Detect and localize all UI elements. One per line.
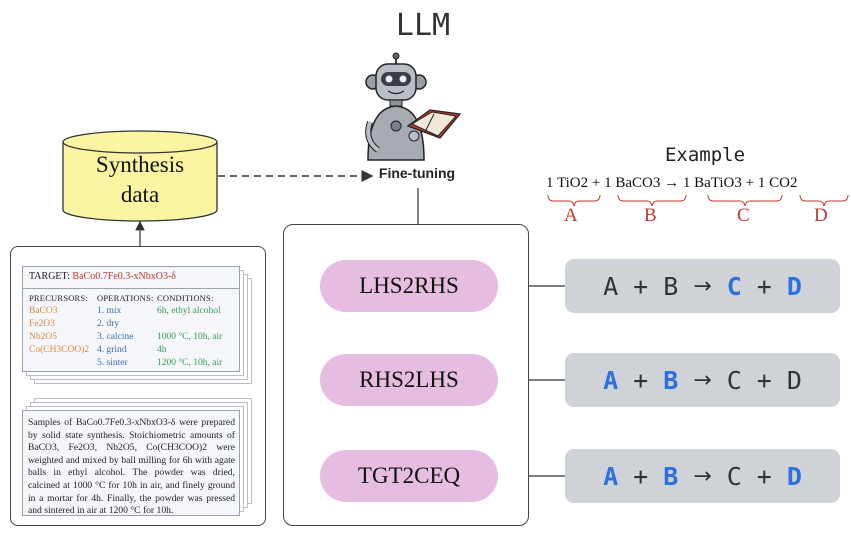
eq-arrow: → (693, 463, 712, 489)
operation-item: 4. grind (97, 345, 127, 355)
robot-reading-book-icon (365, 52, 462, 161)
conditions-header: CONDITIONS: (157, 293, 214, 303)
operation-item: 3. calcine (97, 332, 134, 342)
eq-plus: + (633, 271, 649, 301)
example-title: Example (664, 144, 746, 166)
eq-term-b-highlight: B (663, 365, 679, 395)
operation-item: 5. sinter (97, 358, 128, 368)
conditions-column: CONDITIONS: 6h, ethyl alcohol 1000 °C, 1… (157, 292, 222, 370)
precursor-item: Nb2O5 (29, 332, 57, 342)
equation-lhs2rhs: A + B → C + D (565, 259, 840, 313)
synthesis-paragraph-card: Samples of BaCo0.7Fe0.3-xNbxO3-δ were pr… (22, 410, 240, 516)
example-plus: + (591, 175, 601, 191)
eq-plus: + (756, 461, 772, 491)
condition-item: 1000 °C, 10h, air (157, 332, 223, 342)
eq-term-d-highlight: D (786, 271, 802, 301)
task-lhs2rhs: LHS2RHS (320, 260, 498, 312)
equation-rhs2lhs: A + B → C + D (565, 353, 840, 407)
example-term-d: 1 CO2 (757, 175, 798, 191)
eq-term-b: B (663, 271, 679, 301)
precursors-column: PRECURSORS: BaCO3 Fe2O3 Nb2O5 Co(CH3COO)… (29, 292, 89, 357)
example-letter-a: A (564, 205, 578, 226)
precursors-header: PRECURSORS: (29, 293, 88, 303)
example-term-a: 1 TiO2 (546, 175, 589, 191)
precursor-item: BaCO3 (29, 306, 58, 316)
condition-item: 1200 °C, 10h, air (157, 358, 223, 368)
eq-term-c: C (726, 365, 742, 395)
example-plus: + (745, 175, 755, 191)
eq-term-d: D (786, 365, 802, 395)
task-rhs2lhs: RHS2LHS (320, 354, 498, 406)
equation-tgt2ceq: A + B → C + D (565, 449, 840, 503)
precursor-item: Co(CH3COO)2 (29, 345, 90, 355)
task-tgt2ceq: TGT2CEQ (320, 450, 498, 502)
example-letter-d: D (814, 205, 828, 226)
example-arrow: → (664, 175, 680, 191)
condition-item: 6h, ethyl alcohol (157, 306, 221, 316)
eq-term-d-highlight: D (786, 461, 802, 491)
eq-arrow: → (693, 273, 712, 299)
operations-column: OPERATIONS: 1. mix 2. dry 3. calcine 4. … (97, 292, 154, 370)
eq-plus: + (756, 365, 772, 395)
target-formula: BaCo0.7Fe0.3-xNbxO3-δ (72, 271, 177, 282)
eq-arrow: → (693, 367, 712, 393)
condition-item: 4h (157, 345, 167, 355)
example-term-b: 1 BaCO3 (604, 175, 661, 191)
synthesis-paragraph-text: Samples of BaCo0.7Fe0.3-xNbxO3-δ were pr… (28, 417, 235, 517)
eq-term-a-highlight: A (603, 461, 619, 491)
structured-recipe-card: TARGET: BaCo0.7Fe0.3-xNbxO3-δ PRECURSORS… (22, 266, 240, 372)
example-term-c: 1 BaTiO3 (682, 175, 742, 191)
example-equation: 1 TiO2 + 1 BaCO3 → 1 BaTiO3 + 1 CO2 (546, 175, 846, 192)
database-label-line1: Synthesis (95, 152, 185, 177)
eq-term-a-highlight: A (603, 365, 619, 395)
target-label: TARGET: (29, 271, 70, 282)
database-icon (62, 130, 218, 222)
recipe-target-row: TARGET: BaCo0.7Fe0.3-xNbxO3-δ (23, 267, 239, 289)
example-letter-c: C (737, 205, 750, 226)
eq-term-c-highlight: C (726, 271, 742, 301)
example-letter-b: B (644, 205, 657, 226)
eq-term-b-highlight: B (663, 461, 679, 491)
eq-term-a: A (603, 271, 619, 301)
operation-item: 2. dry (97, 319, 120, 329)
operations-header: OPERATIONS: (97, 293, 154, 303)
database-label: Synthesis data (62, 150, 218, 210)
database-label-line2: data (120, 182, 160, 207)
eq-term-c: C (726, 461, 742, 491)
llm-title: LLM (395, 8, 451, 43)
eq-plus: + (756, 271, 772, 301)
precursor-item: Fe2O3 (29, 319, 55, 329)
eq-plus: + (633, 461, 649, 491)
fine-tuning-label: Fine-tuning (378, 165, 456, 181)
operation-item: 1. mix (97, 306, 122, 316)
eq-plus: + (633, 365, 649, 395)
